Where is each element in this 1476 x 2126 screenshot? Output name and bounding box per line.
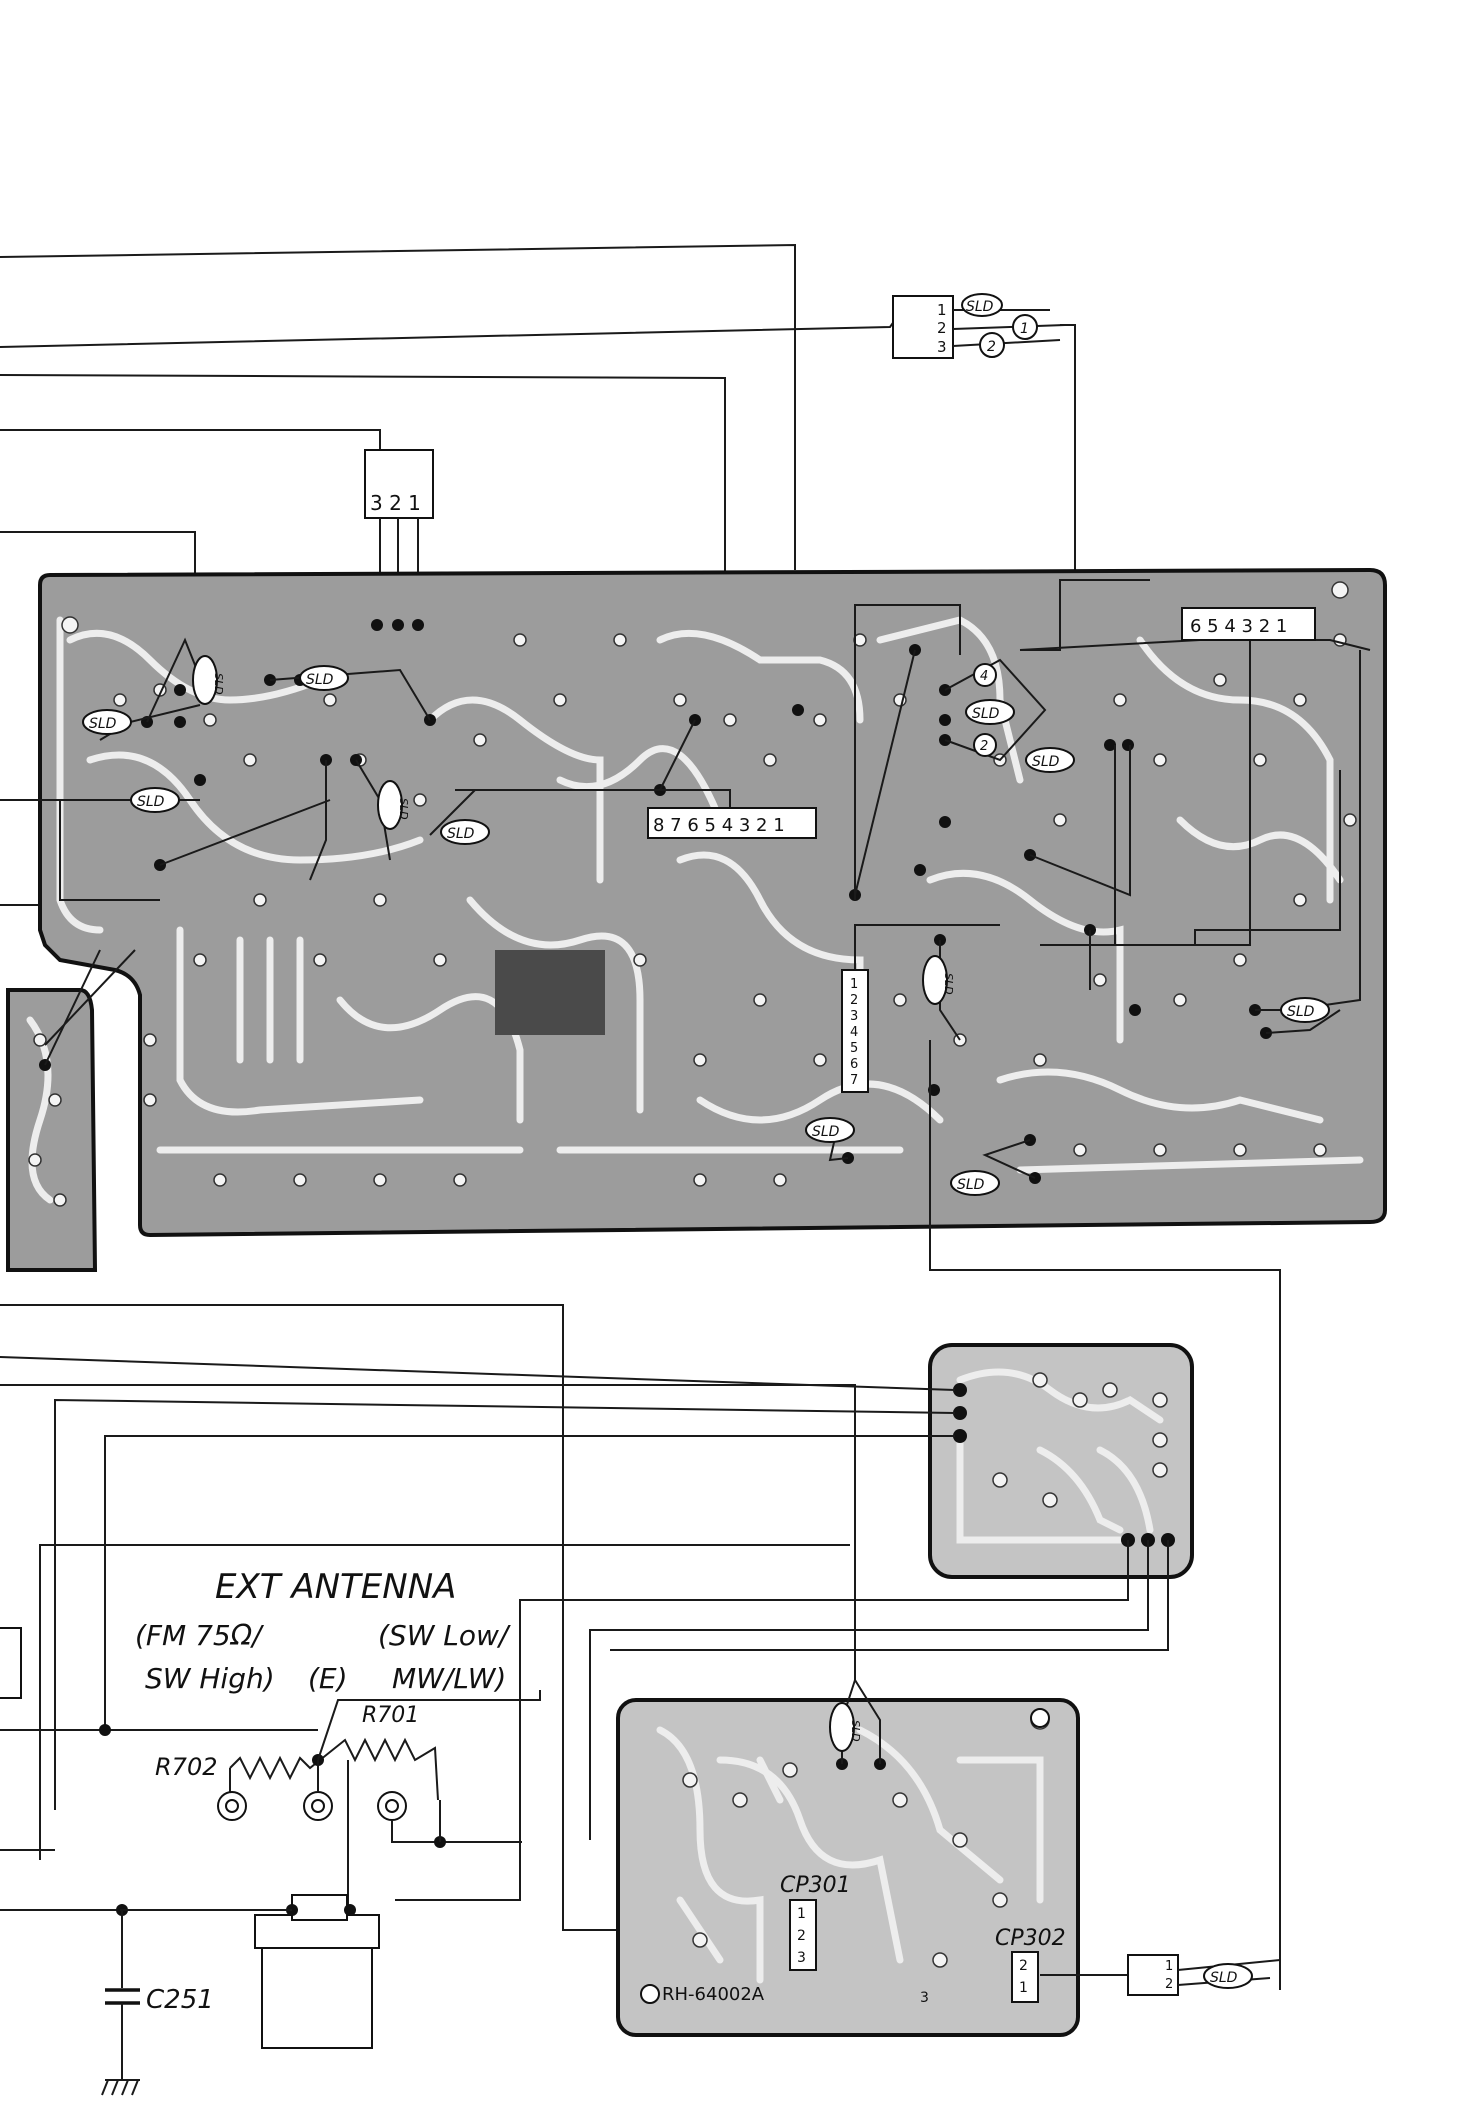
sld-tag-left-vertical: SLD [192,655,225,705]
svg-text:SLD: SLD [966,299,994,315]
bottom-right-pcb: SLD CP301 1 2 3 CP302 2 1 RH-64002A 3 [616,1679,1080,2037]
svg-text:3 2 1: 3 2 1 [370,491,421,515]
svg-text:2: 2 [980,739,988,754]
mw-lw-label: MW/LW) [392,1662,506,1695]
svg-text:4: 4 [850,1025,858,1040]
svg-text:SLD: SLD [957,1177,985,1193]
svg-text:SLD: SLD [306,672,334,688]
svg-text:2: 2 [797,1928,806,1944]
r701-label: R701 [362,1703,419,1728]
board-mark: 3 [920,1990,929,2006]
sld-tag-7: SLD [1280,997,1330,1023]
svg-text:2: 2 [987,339,996,355]
svg-text:5: 5 [850,1041,858,1056]
r702-resistor [229,1755,321,1781]
svg-text:1: 1 [850,977,858,992]
svg-text:SLD: SLD [1287,1004,1315,1020]
sld-tag-vertical-mid: SLD [377,780,410,830]
main-pcb-traces [56,616,1364,1174]
sld-tag-2: SLD [82,709,132,735]
svg-text:SLD: SLD [849,1720,862,1742]
svg-text:SLD: SLD [212,673,225,695]
wire-number-2b: 2 [973,733,997,757]
r702-label: R702 [155,1753,217,1781]
svg-text:SLD: SLD [397,798,410,820]
sld-tag-5: SLD [965,699,1015,725]
cp302-connector: CP302 2 1 [995,1926,1066,2003]
ext-antenna-section: EXT ANTENNA (FM 75Ω/ SW High) (E) (SW Lo… [0,1567,541,1910]
e-terminal-label: (E) [308,1662,348,1695]
svg-text:6: 6 [850,1057,858,1072]
svg-text:2: 2 [937,319,947,337]
sld-tag-bottom: SLD [829,1679,881,1764]
svg-text:1: 1 [937,301,947,319]
svg-text:7: 7 [850,1073,858,1088]
svg-text:CP301: CP301 [780,1873,851,1898]
svg-text:3: 3 [937,338,947,356]
r701-resistor [319,1737,439,1801]
lower-right-connector: 1 2 SLD [1040,1954,1281,1996]
svg-text:2: 2 [1019,1958,1028,1974]
svg-text:SLD: SLD [812,1124,840,1140]
main-pcb-shield-tags: SLD SLD SLD SLD SLD SLD [82,655,1330,1196]
ext-antenna-label: EXT ANTENNA [215,1567,456,1607]
svg-text:CP302: CP302 [995,1926,1066,1951]
svg-text:1: 1 [1019,1980,1028,1996]
sld-tag-1: SLD [299,665,349,691]
sld-tag-4: SLD [440,819,490,845]
svg-text:4: 4 [980,669,988,684]
svg-text:SLD: SLD [1210,1970,1238,1986]
jack-body [261,1947,373,2049]
main-pcb: SLD SLD SLD SLD SLD SLD [0,567,1387,1990]
sld-tag-6: SLD [1025,747,1075,773]
svg-text:SLD: SLD [942,973,955,995]
svg-text:SLD: SLD [447,826,475,842]
svg-text:1: 1 [1020,321,1029,337]
svg-text:SLD: SLD [972,706,1000,722]
main-vertical-connector: 1 2 3 4 5 6 7 [841,969,869,1093]
sld-tag-vertical-right: SLD [922,955,955,1005]
svg-text:1: 1 [1165,1959,1173,1974]
svg-text:3: 3 [797,1950,806,1966]
main-pcb-nodes [141,619,1272,1184]
sw-high-label: SW High) [145,1662,275,1695]
fm-75-label: (FM 75Ω/ [135,1619,264,1652]
sld-tag-9: SLD [950,1170,1000,1196]
svg-text:2: 2 [850,993,858,1008]
svg-text:2: 2 [1165,1977,1173,1992]
cp301-connector: CP301 1 2 3 [780,1873,851,1971]
svg-text:6 5 4 3 2 1: 6 5 4 3 2 1 [1190,616,1287,637]
svg-text:SLD: SLD [1032,754,1060,770]
wire-number-4: 4 [973,663,997,687]
main-right-connector: 6 5 4 3 2 1 [1181,607,1316,641]
sw-low-label: (SW Low/ [378,1619,511,1652]
board-code: RH-64002A [662,1984,765,2005]
lower-wires [0,1304,1169,1931]
sld-tag-8: SLD [805,1117,855,1143]
c251-label: C251 [146,1985,214,2015]
main-pcb-pads [61,581,1357,1187]
capacitor-and-switch: C251 [101,1894,380,2096]
svg-text:1: 1 [797,1906,806,1922]
left-small-pcb [6,949,136,1272]
svg-text:SLD: SLD [137,794,165,810]
svg-text:SLD: SLD [89,716,117,732]
top-right-connector: 1 2 3 SLD 1 2 [892,293,1066,359]
sld-tag-3: SLD [130,787,180,813]
svg-text:8 7 6 5 4 3 2 1: 8 7 6 5 4 3 2 1 [653,815,785,836]
svg-text:3: 3 [850,1009,858,1024]
lower-right-pcb [928,1343,1194,1579]
main-mid-connector: 8 7 6 5 4 3 2 1 [647,807,817,839]
